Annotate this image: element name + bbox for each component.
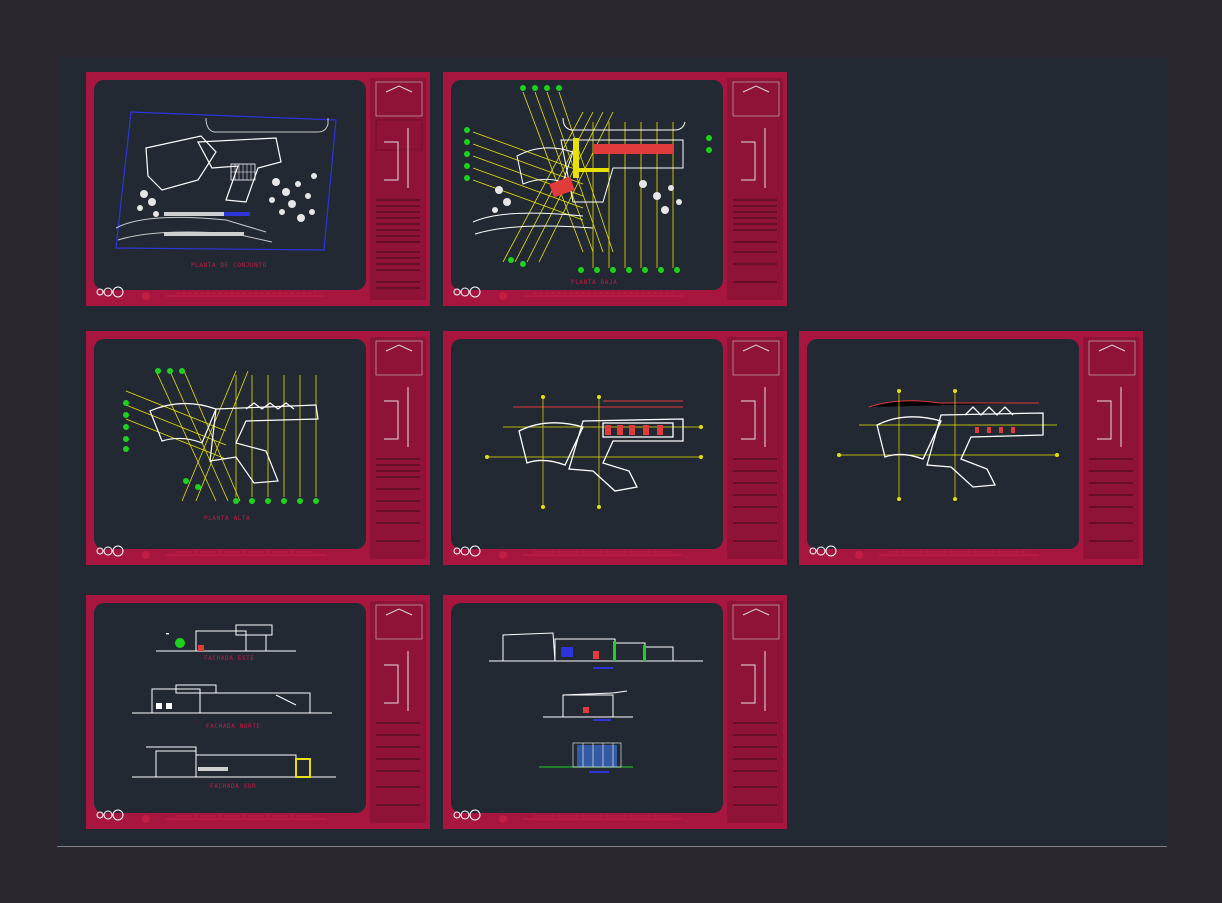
sheet-frame xyxy=(443,331,787,565)
sheet-frame: ▬ xyxy=(86,595,430,829)
sheet-frame xyxy=(799,331,1143,565)
sheet-frame xyxy=(86,331,430,565)
sheet-planta-alta[interactable]: PLANTA ALTA xyxy=(86,331,430,565)
sheet-frame xyxy=(86,72,430,306)
sheet-planta-baja[interactable]: PLANTA BAJA xyxy=(443,72,787,306)
sheet-plano-4[interactable] xyxy=(443,331,787,565)
sheet-fachadas[interactable]: ▬ FACHADA ESTE FACHADA NORTE FACHADA SUR xyxy=(86,595,430,829)
sheet-cortes[interactable] xyxy=(443,595,787,829)
caption-fachada-norte: FACHADA NORTE xyxy=(206,723,261,730)
sheet-title: PLANTA BAJA xyxy=(571,279,618,286)
svg-text:▬: ▬ xyxy=(166,631,169,637)
canvas-bottom-edge xyxy=(57,846,1167,847)
sheet-title: PLANTA DE CONJUNTO xyxy=(191,262,267,269)
sheet-frame xyxy=(443,595,787,829)
sheet-frame xyxy=(443,72,787,306)
sheet-planta-conjunto[interactable]: PLANTA DE CONJUNTO xyxy=(86,72,430,306)
caption-fachada-este: FACHADA ESTE xyxy=(204,655,255,662)
sheet-title: PLANTA ALTA xyxy=(204,515,251,522)
sheet-plano-5[interactable] xyxy=(799,331,1143,565)
caption-fachada-sur: FACHADA SUR xyxy=(210,783,257,790)
